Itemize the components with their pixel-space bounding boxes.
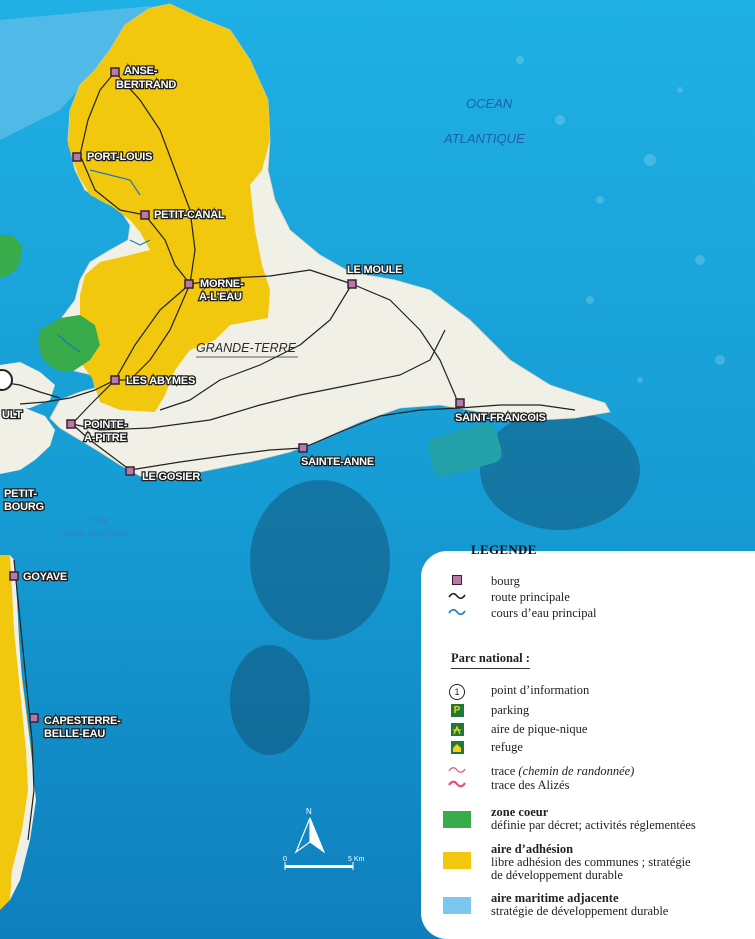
town-label-goyave: GOYAVE	[23, 571, 67, 583]
town-label-petit-bourg-2: BOURG	[4, 501, 44, 513]
legend-aire-adhesion-desc-1: libre adhésion des communes ; stratégie	[491, 855, 691, 869]
legend-pique-nique-label: aire de pique-nique	[491, 722, 588, 736]
basse-terre-coastline	[10, 555, 36, 900]
legend-bourg-label: bourg	[491, 574, 520, 588]
legend-row-refuge: refuge	[441, 741, 523, 754]
north-arrow: N	[294, 807, 326, 854]
town-label-pointe-a-pitre-1: POINTE-	[84, 419, 128, 431]
legend-row-aire-adhesion: aire d’adhésion libre adhésion des commu…	[441, 843, 691, 882]
town-label-petit-bourg-1: PETIT-	[4, 488, 38, 500]
legend-parking-label: parking	[491, 703, 530, 717]
legend-row-route: route principale	[441, 591, 570, 604]
town-label-saint-francois: SAINT-FRANCOIS	[455, 412, 546, 424]
town-label-le-moule: LE MOULE	[347, 264, 402, 276]
picnic-icon	[450, 723, 464, 736]
info-point-marker	[0, 369, 13, 391]
town-label-morne-2: A-L'EAU	[199, 291, 242, 303]
legend-zone-coeur-text: zone coeur définie par décret; activités…	[491, 806, 696, 832]
alizes-trail-icon	[448, 780, 466, 788]
town-label-anse-bertrand-2: BERTRAND	[116, 79, 176, 91]
town-label-sainte-anne: SAINTE-ANNE	[301, 456, 374, 468]
legend-trace-italic: (chemin de randonnée)	[518, 764, 635, 778]
scale-end-label: 5 Km	[348, 856, 365, 863]
parc-national-heading: Parc national :	[451, 651, 530, 669]
town-label-capesterre-2: BELLE-EAU	[44, 728, 105, 740]
basse-terre-north	[0, 362, 55, 410]
river-icon	[448, 608, 466, 616]
legend-aire-maritime-text: aire maritime adjacente stratégie de dév…	[491, 892, 668, 918]
town-label-baie-mahault: ULT	[2, 409, 22, 421]
parking-icon: P	[450, 704, 464, 717]
aire-adhesion-swatch	[443, 852, 471, 869]
legend-zone-coeur-title: zone coeur	[491, 805, 549, 819]
north-label: N	[306, 807, 312, 816]
aire-adhesion-grande-terre	[68, 4, 270, 412]
town-label-port-louis: PORT-LOUIS	[87, 151, 152, 163]
basse-terre-coast	[0, 408, 55, 474]
legend-trace-text: trace	[491, 764, 519, 778]
legend-trace-alizes-label: trace des Alizés	[491, 778, 570, 792]
legend-aire-maritime-desc: stratégie de développement durable	[491, 904, 669, 918]
legend-row-pique-nique: aire de pique-nique	[441, 723, 587, 736]
scale-bar: 0 5 Km	[283, 856, 365, 870]
bay-label-petit: Petit	[90, 516, 109, 526]
legend-row-cours-eau: cours d’eau principal	[441, 607, 597, 620]
legend-row-zone-coeur: zone coeur définie par décret; activités…	[441, 806, 696, 832]
legend-row-parking: P parking	[441, 704, 529, 717]
legend-panel: LEGENDE bourg route principale cours d’e…	[421, 542, 755, 939]
refuge-icon	[450, 741, 464, 754]
town-label-le-gosier: LE GOSIER	[142, 471, 200, 483]
legend-route-label: route principale	[491, 590, 570, 604]
town-label-petit-canal: PETIT-CANAL	[154, 209, 225, 221]
legend-row-bourg: bourg	[441, 575, 520, 588]
legend-aire-maritime-title: aire maritime adjacente	[491, 891, 619, 905]
grande-terre-label: GRANDE-TERRE	[196, 341, 297, 355]
legend-cours-eau-label: cours d’eau principal	[491, 606, 597, 620]
legend-info-label: point d’information	[491, 683, 590, 697]
atlantique-label: ATLANTIQUE	[443, 131, 525, 146]
rivers	[57, 169, 151, 353]
info-icon: 1	[449, 684, 465, 700]
legend-title: LEGENDE	[471, 542, 537, 557]
scale-start-label: 0	[283, 856, 287, 863]
bourg-icon	[452, 575, 462, 585]
roads	[0, 71, 576, 841]
legend-zone-coeur-desc: définie par décret; activités réglementé…	[491, 818, 696, 832]
legend-row-trace-alizes: trace des Alizés	[441, 779, 569, 792]
bay-label-cul-de-sac: Cul-de-Sac Marin	[58, 528, 128, 538]
bourg-markers	[9, 67, 465, 723]
legend-trace-label: trace (chemin de randonnée)	[491, 765, 634, 778]
legend-aire-adhesion-text: aire d’adhésion libre adhésion des commu…	[491, 843, 691, 882]
town-label-anse-bertrand-1: ANSE-	[124, 65, 158, 77]
legend-row-trace: trace (chemin de randonnée)	[441, 765, 634, 778]
town-label-pointe-a-pitre-2: A-PITRE	[84, 432, 127, 444]
town-label-morne-1: MORNE-	[200, 278, 244, 290]
legend-aire-adhesion-title: aire d’adhésion	[491, 842, 574, 856]
bubbles	[516, 56, 725, 383]
legend-row-aire-maritime: aire maritime adjacente stratégie de dév…	[441, 892, 668, 918]
diver-silhouettes	[230, 410, 640, 755]
aire-maritime-swatch	[443, 897, 471, 914]
legend-row-info: 1 point d’information	[441, 684, 589, 700]
legend-aire-adhesion-desc-2: de développement durable	[491, 868, 623, 882]
zone-coeur-2	[0, 235, 22, 278]
legend-refuge-label: refuge	[491, 740, 523, 754]
maritime-zone	[0, 6, 150, 140]
town-label-les-abymes: LES ABYMES	[126, 375, 195, 387]
trail-icon	[448, 767, 466, 773]
road-icon	[448, 592, 466, 600]
ocean-label: OCEAN	[466, 96, 513, 111]
town-label-capesterre-1: CAPESTERRE-	[44, 715, 121, 727]
zone-coeur-swatch	[443, 811, 471, 828]
